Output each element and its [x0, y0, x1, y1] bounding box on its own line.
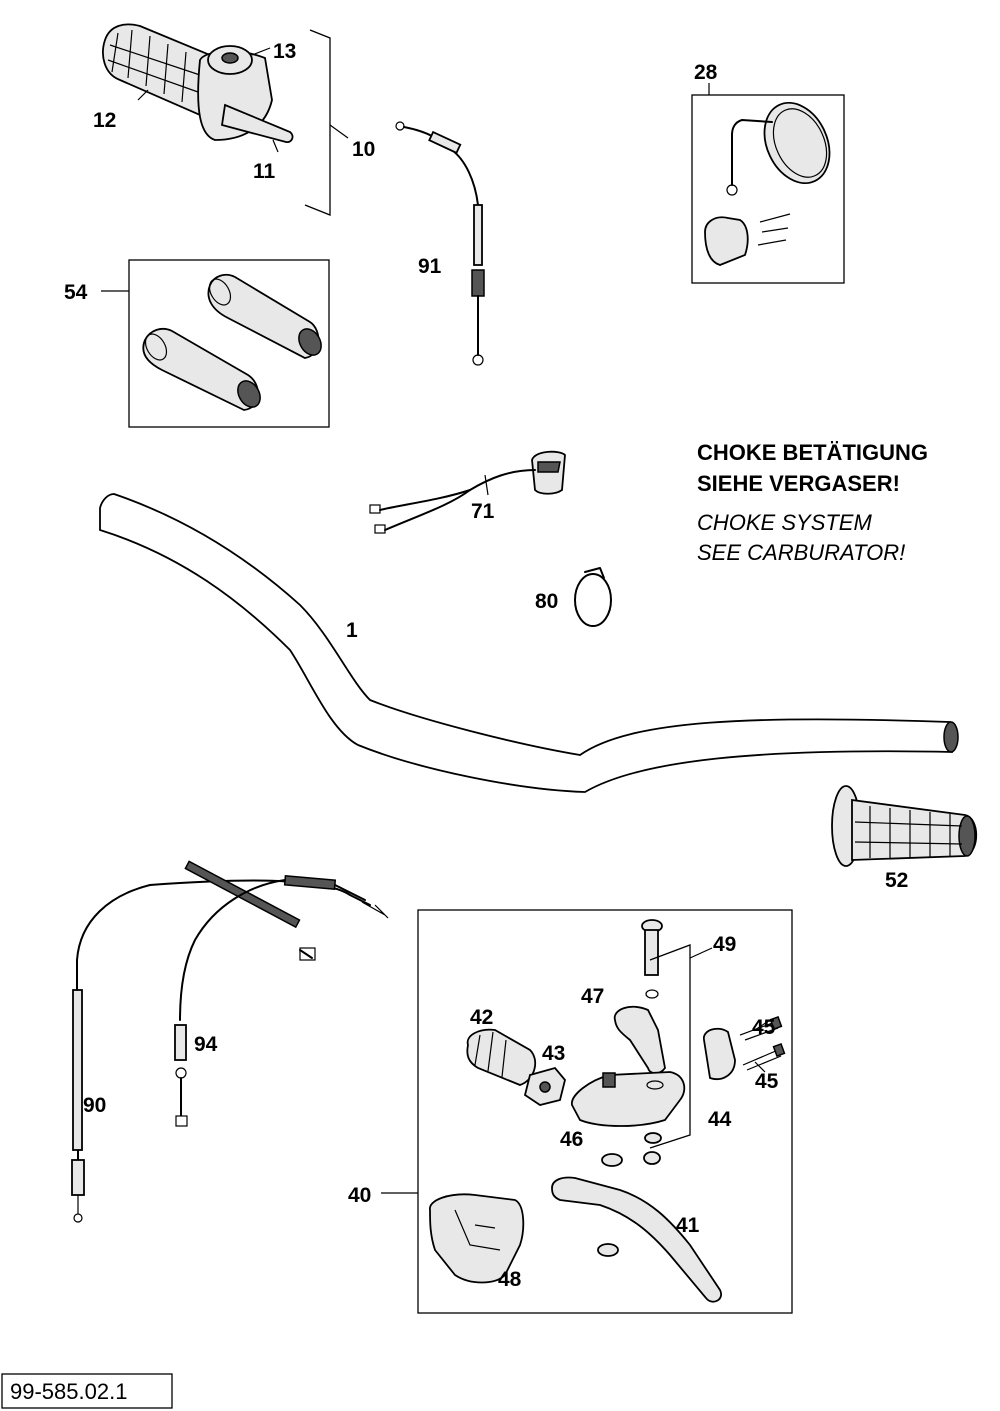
label-91: 91 [418, 255, 442, 278]
drawing-number-box: 99-585.02.1 [1, 1373, 173, 1409]
label-45-top: 45 [752, 1016, 776, 1039]
label-47: 47 [581, 985, 604, 1008]
right-grip-drawing [831, 785, 978, 867]
label-90: 90 [83, 1094, 106, 1117]
throttle-assembly-drawing [102, 23, 349, 216]
cable-tie-drawing [574, 567, 612, 627]
label-42: 42 [470, 1006, 493, 1029]
note-en-line1: CHOKE SYSTEM [697, 510, 872, 535]
note-de-line1: CHOKE BETÄTIGUNG [697, 440, 928, 465]
note-en-line2: SEE CARBURATOR! [697, 540, 905, 565]
mirror-drawing [691, 83, 845, 284]
label-12: 12 [93, 109, 116, 132]
clutch-cable-94-drawing [174, 860, 366, 1127]
handlebar-drawing [99, 493, 959, 793]
label-10: 10 [352, 138, 375, 161]
label-94: 94 [194, 1033, 218, 1056]
label-40: 40 [348, 1184, 371, 1207]
label-28: 28 [694, 61, 718, 84]
label-46: 46 [560, 1128, 583, 1151]
label-44: 44 [708, 1108, 732, 1131]
label-48: 48 [498, 1268, 522, 1291]
note-de-line2: SIEHE VERGASER! [697, 471, 900, 496]
label-80: 80 [535, 590, 558, 613]
clutch-lever-assembly-drawing [381, 909, 793, 1314]
label-43: 43 [542, 1042, 565, 1065]
label-54: 54 [64, 281, 88, 304]
throttle-cable-drawing [395, 121, 485, 366]
label-11: 11 [253, 160, 276, 183]
drawing-number: 99-585.02.1 [10, 1379, 127, 1404]
label-45-bottom: 45 [755, 1070, 779, 1093]
grip-set-drawing [101, 259, 330, 428]
choke-note: CHOKE BETÄTIGUNG SIEHE VERGASER! CHOKE S… [697, 440, 928, 565]
label-13: 13 [273, 40, 296, 63]
label-52: 52 [885, 869, 908, 892]
label-71: 71 [471, 500, 495, 523]
clutch-cable-90-drawing [71, 879, 389, 1223]
label-1: 1 [346, 619, 358, 642]
kill-switch-drawing [369, 450, 566, 534]
label-41: 41 [676, 1214, 700, 1237]
label-49: 49 [713, 933, 736, 956]
